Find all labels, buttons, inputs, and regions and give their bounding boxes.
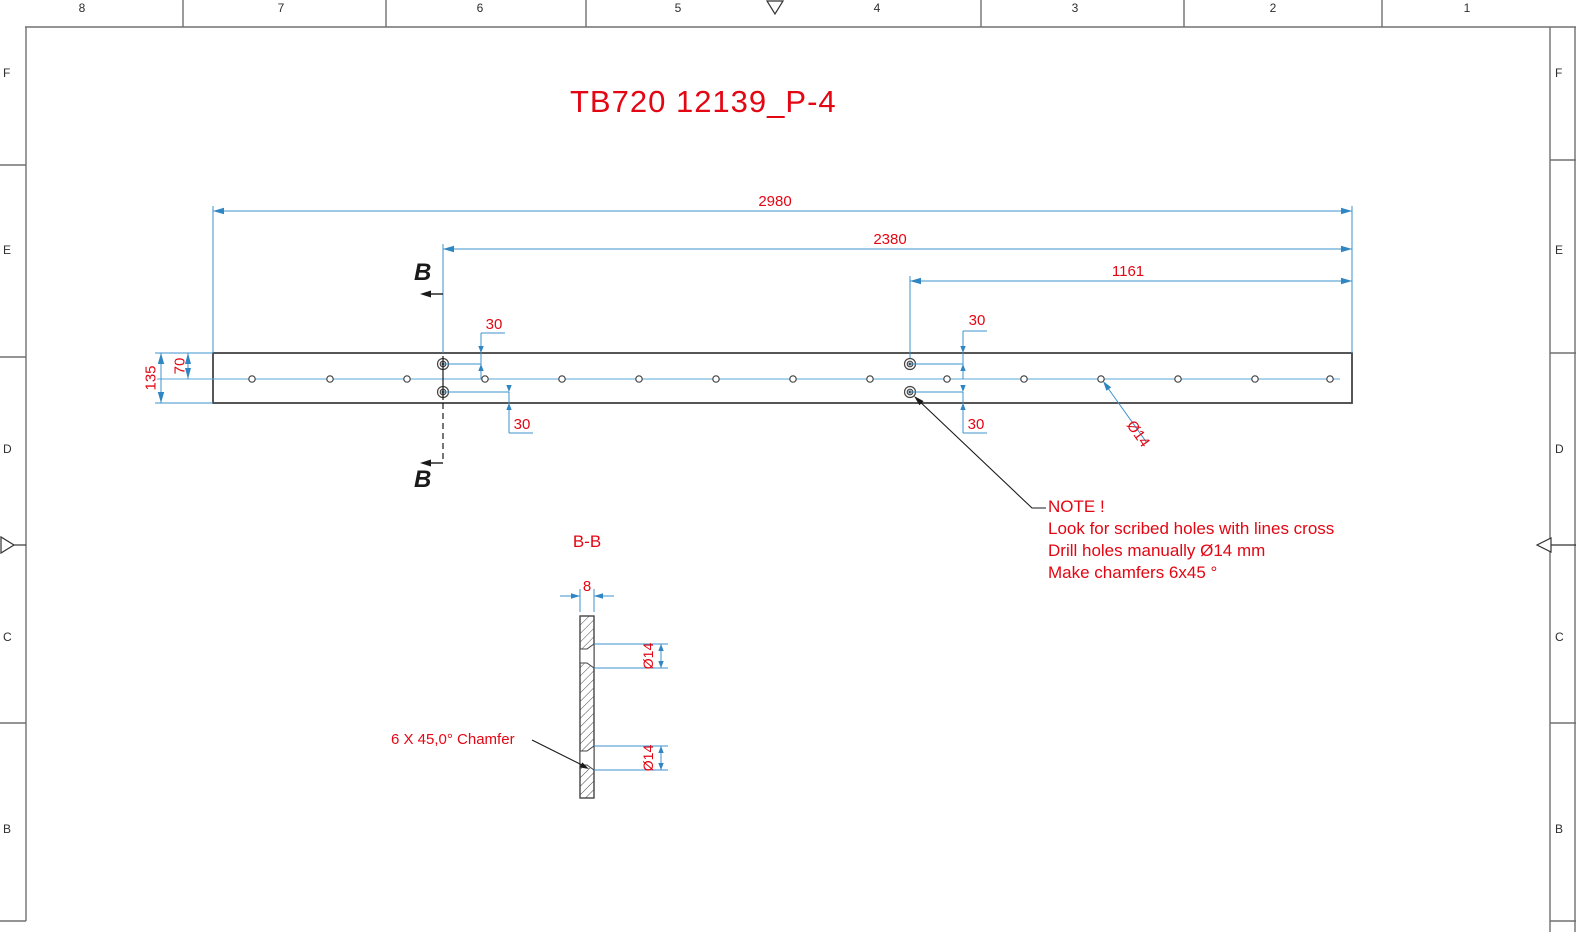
dim-overall-length: 2980 bbox=[758, 193, 792, 210]
zone-row-right-c: C bbox=[1555, 630, 1564, 644]
zone-row-left-b: B bbox=[3, 822, 12, 836]
section-hole-dia-bottom: Ø14 bbox=[640, 744, 656, 772]
dim-offset-bottom-right: 30 bbox=[967, 416, 985, 433]
hole-dia-leader bbox=[1104, 383, 1148, 444]
note-line-3: Drill holes manually Ø14 mm bbox=[1048, 541, 1266, 560]
note-block: NOTE ! Look for scribed holes with lines… bbox=[1048, 496, 1334, 584]
zone-col-5: 5 bbox=[674, 1, 682, 15]
zone-col-4: 4 bbox=[873, 1, 881, 15]
note-line-4: Make chamfers 6x45 ° bbox=[1048, 563, 1218, 582]
dim-bar-height: 135 bbox=[142, 365, 160, 391]
dim-offset-top-right: 30 bbox=[968, 312, 986, 329]
zone-row-left-e: E bbox=[3, 243, 12, 257]
dim-offset-bottom-left: 30 bbox=[513, 416, 531, 433]
zone-row-right-b: B bbox=[1555, 822, 1564, 836]
main-view-dimensions bbox=[155, 206, 1353, 444]
centering-marks bbox=[0, 0, 1576, 555]
note-line-2: Look for scribed holes with lines cross bbox=[1048, 519, 1335, 538]
dim-offset-top-left: 30 bbox=[485, 316, 503, 333]
zone-row-left-f: F bbox=[3, 66, 11, 80]
dim-section-thickness: 8 bbox=[582, 578, 592, 595]
section-hole-dia-top: Ø14 bbox=[640, 642, 656, 670]
dim-to-left-scribed: 2380 bbox=[873, 231, 907, 248]
zone-row-right-f: F bbox=[1555, 66, 1563, 80]
section-cut-label-bottom: B bbox=[414, 466, 432, 493]
centerline-holes bbox=[248, 375, 1334, 383]
zone-col-7: 7 bbox=[277, 1, 285, 15]
main-view-part bbox=[157, 352, 1353, 404]
dim-to-right-scribed: 1161 bbox=[1111, 263, 1145, 280]
zone-col-3: 3 bbox=[1071, 1, 1079, 15]
zone-row-left-d: D bbox=[3, 442, 12, 456]
dimension-arrowheads bbox=[157, 207, 1352, 410]
zone-col-6: 6 bbox=[476, 1, 484, 15]
chamfer-callout: 6 X 45,0° Chamfer bbox=[391, 731, 515, 748]
drawing-title: TB720 12139_P-4 bbox=[570, 84, 837, 119]
zone-col-8: 8 bbox=[78, 1, 86, 15]
note-line-1: NOTE ! bbox=[1048, 497, 1105, 516]
section-view bbox=[531, 589, 668, 799]
section-cut-label-top: B bbox=[414, 259, 432, 286]
zone-row-left-c: C bbox=[3, 630, 12, 644]
section-cut-line bbox=[420, 290, 444, 467]
zone-col-1: 1 bbox=[1463, 1, 1471, 15]
zone-row-right-d: D bbox=[1555, 442, 1564, 456]
dim-centerline-offset: 70 bbox=[171, 357, 189, 375]
zone-col-2: 2 bbox=[1269, 1, 1277, 15]
zone-row-right-e: E bbox=[1555, 243, 1564, 257]
section-view-title: B-B bbox=[572, 532, 602, 551]
note-leader bbox=[914, 396, 1046, 509]
